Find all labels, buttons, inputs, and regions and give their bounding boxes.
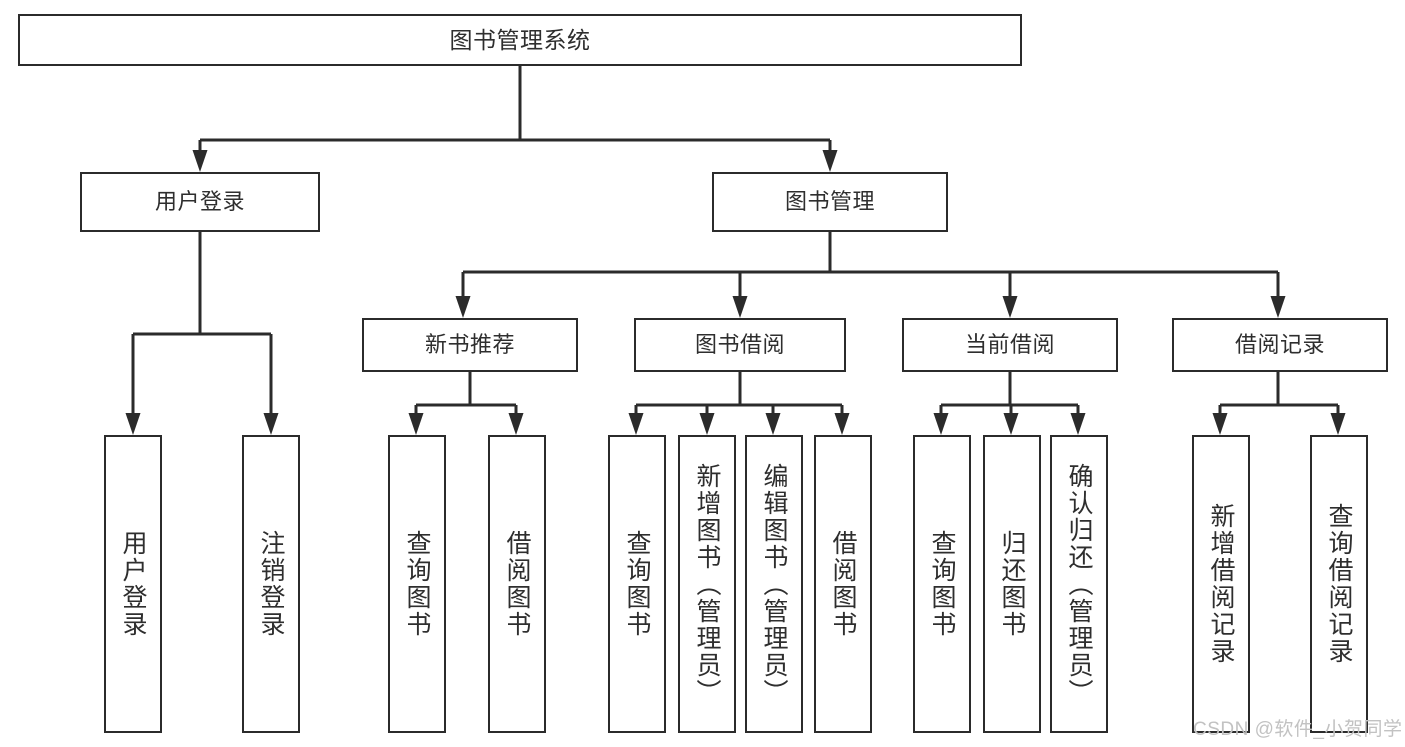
arrowhead-8 (408, 413, 424, 435)
arrowhead-6 (1002, 296, 1018, 318)
node-leaf-cur-query-book[interactable]: 查询图书 (913, 435, 971, 733)
node-label-user-login: 用户登录 (154, 189, 245, 215)
arrowhead-18 (1330, 413, 1346, 435)
node-label-leaf-add-book-admin: 新增图书（管理员） (693, 462, 721, 706)
node-leaf-rec-query-book[interactable]: 查询图书 (388, 435, 446, 733)
arrowhead-14 (933, 413, 949, 435)
node-label-leaf-rec-borrow-book: 借阅图书 (503, 530, 531, 638)
node-book-borrow[interactable]: 图书借阅 (634, 318, 846, 372)
node-new-book-rec[interactable]: 新书推荐 (362, 318, 578, 372)
node-label-root: 图书管理系统 (449, 26, 591, 53)
arrowhead-15 (1003, 413, 1019, 435)
node-label-new-book-rec: 新书推荐 (424, 332, 515, 358)
node-leaf-add-borrow-record[interactable]: 新增借阅记录 (1192, 435, 1250, 733)
node-borrow-record[interactable]: 借阅记录 (1172, 318, 1388, 372)
node-root[interactable]: 图书管理系统 (18, 14, 1022, 66)
node-leaf-add-book-admin[interactable]: 新增图书（管理员） (678, 435, 736, 733)
node-leaf-user-login[interactable]: 用户登录 (104, 435, 162, 733)
node-label-leaf-edit-book-admin: 编辑图书（管理员） (760, 462, 788, 706)
node-leaf-return-book[interactable]: 归还图书 (983, 435, 1041, 733)
node-label-leaf-confirm-return-admin: 确认归还（管理员） (1065, 462, 1093, 706)
node-leaf-rec-borrow-book[interactable]: 借阅图书 (488, 435, 546, 733)
arrowhead-10 (628, 413, 644, 435)
node-leaf-confirm-return-admin[interactable]: 确认归还（管理员） (1050, 435, 1108, 733)
node-leaf-borrow-book[interactable]: 借阅图书 (814, 435, 872, 733)
arrowhead-16 (1070, 413, 1086, 435)
node-label-leaf-borrow-book: 借阅图书 (829, 530, 857, 638)
node-current-borrow[interactable]: 当前借阅 (902, 318, 1118, 372)
node-leaf-user-logout[interactable]: 注销登录 (242, 435, 300, 733)
node-leaf-borrow-query-book[interactable]: 查询图书 (608, 435, 666, 733)
arrowhead-13 (834, 413, 850, 435)
node-user-login[interactable]: 用户登录 (80, 172, 320, 232)
node-label-current-borrow: 当前借阅 (964, 332, 1055, 358)
arrowhead-12 (765, 413, 781, 435)
arrowhead-9 (508, 413, 524, 435)
arrowhead-2 (125, 413, 141, 435)
node-label-leaf-rec-query-book: 查询图书 (403, 530, 431, 638)
node-leaf-edit-book-admin[interactable]: 编辑图书（管理员） (745, 435, 803, 733)
node-label-leaf-user-logout: 注销登录 (257, 530, 285, 638)
arrowhead-3 (263, 413, 279, 435)
node-label-leaf-user-login: 用户登录 (119, 530, 147, 638)
arrowhead-1 (822, 150, 838, 172)
node-label-leaf-add-borrow-record: 新增借阅记录 (1207, 503, 1235, 665)
node-label-leaf-query-borrow-record: 查询借阅记录 (1325, 503, 1353, 665)
node-label-leaf-return-book: 归还图书 (998, 530, 1026, 638)
csdn-watermark: CSDN @软件_小贺同学 (1193, 719, 1403, 740)
node-label-book-manage: 图书管理 (784, 189, 875, 215)
node-leaf-query-borrow-record[interactable]: 查询借阅记录 (1310, 435, 1368, 733)
arrowhead-5 (732, 296, 748, 318)
node-label-borrow-record: 借阅记录 (1234, 332, 1325, 358)
node-label-leaf-borrow-query-book: 查询图书 (623, 530, 651, 638)
node-label-book-borrow: 图书借阅 (694, 332, 785, 358)
arrowhead-0 (192, 150, 208, 172)
node-book-manage[interactable]: 图书管理 (712, 172, 948, 232)
arrowhead-4 (455, 296, 471, 318)
arrowhead-11 (699, 413, 715, 435)
node-label-leaf-cur-query-book: 查询图书 (928, 530, 956, 638)
arrowhead-7 (1270, 296, 1286, 318)
arrowhead-17 (1212, 413, 1228, 435)
